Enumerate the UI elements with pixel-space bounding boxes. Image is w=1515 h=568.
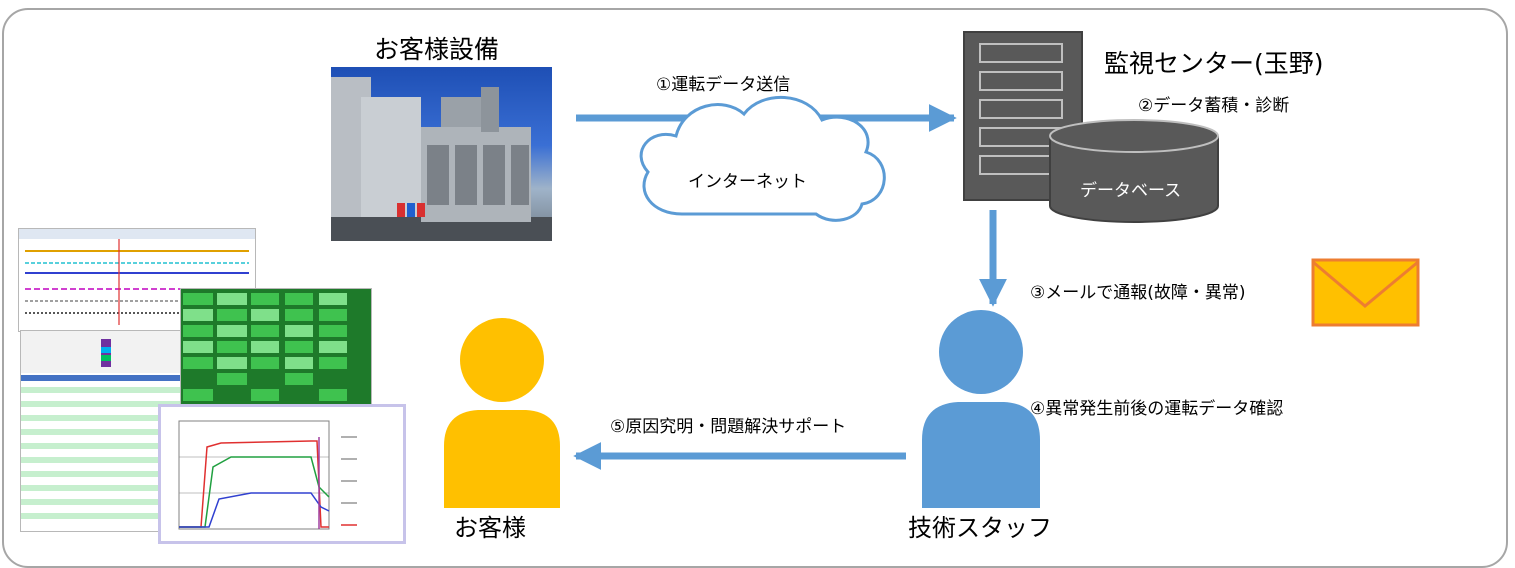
status-grid xyxy=(183,293,347,401)
diagram-canvas: お客様設備 ①運転データ送信 インターネット 監視センター(玉野) ②データ蓄積… xyxy=(2,8,1508,568)
step-2-label: ②データ蓄積・診断 xyxy=(1138,96,1290,116)
step-3-label: ③メールで通報(故障・異常) xyxy=(1030,283,1246,303)
table-rows xyxy=(21,331,181,519)
diagram-shapes xyxy=(444,31,1420,508)
monitoring-screenshot-trend xyxy=(18,228,256,332)
cloud-label: インターネット xyxy=(688,172,807,192)
step-5-label: ⑤原因究明・問題解決サポート xyxy=(610,417,847,437)
cloud-icon xyxy=(639,95,886,222)
database-icon xyxy=(1049,119,1219,223)
monitoring-screenshot-graph xyxy=(158,404,406,544)
monitoring-center-title: 監視センター(玉野) xyxy=(1104,49,1324,78)
graph-lines xyxy=(178,420,357,530)
customer-person-icon xyxy=(444,318,560,508)
mail-icon xyxy=(1311,258,1420,327)
database-label: データベース xyxy=(1080,181,1182,201)
step-4-label: ④異常発生前後の運転データ確認 xyxy=(1030,399,1284,419)
customer-equipment-title: お客様設備 xyxy=(374,35,500,64)
staff-person-icon xyxy=(922,310,1040,508)
server-icon xyxy=(963,31,1083,201)
equipment-photo xyxy=(331,67,552,241)
equipment-drawing xyxy=(331,77,552,241)
monitoring-screenshot-table xyxy=(20,330,182,532)
monitoring-screenshot-grid xyxy=(180,288,372,408)
customer-label: お客様 xyxy=(454,514,526,542)
step-1-label: ①運転データ送信 xyxy=(656,75,791,95)
staff-label: 技術スタッフ xyxy=(908,514,1052,542)
